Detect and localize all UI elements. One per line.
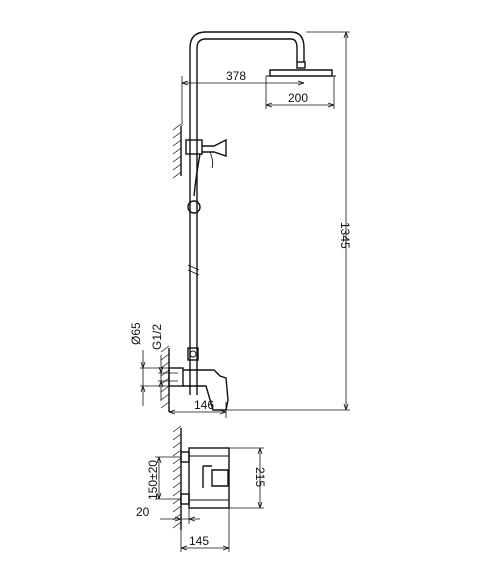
dim-flange-diameter-label: Ø65 — [129, 322, 143, 345]
dim-arm-reach-label: 378 — [226, 69, 246, 83]
dim-mixer-depth-label: 146 — [194, 398, 214, 412]
wall-section-upper — [172, 123, 182, 179]
dim-body-depth-label: 145 — [189, 534, 209, 548]
dim-total-height: 1345 — [226, 31, 352, 411]
dim-center-distance: 150±20 — [146, 456, 181, 500]
dim-flange-diameter: Ø65 — [129, 322, 169, 406]
mixer-side-view — [160, 345, 229, 412]
dim-thread: G1/2 — [150, 324, 178, 401]
dim-thread-label: G1/2 — [150, 324, 164, 350]
dim-wall-offset-label: 20 — [136, 505, 150, 519]
dim-body-height: 215 — [229, 447, 267, 509]
shower-head — [266, 61, 336, 77]
shower-column — [187, 31, 305, 395]
hand-shower — [185, 138, 227, 214]
mixer-front-view — [172, 425, 230, 530]
dim-wall-offset: 20 — [136, 505, 200, 524]
dim-arm-reach: 378 — [181, 69, 305, 126]
dim-head-width-label: 200 — [288, 91, 308, 105]
dim-center-distance-label: 150±20 — [146, 460, 160, 500]
dim-head-width: 200 — [265, 76, 335, 109]
dim-body-height-label: 215 — [253, 467, 267, 487]
dim-body-depth: 145 — [180, 508, 230, 552]
dim-total-height-label: 1345 — [338, 222, 352, 249]
dim-mixer-depth: 146 — [168, 398, 227, 418]
